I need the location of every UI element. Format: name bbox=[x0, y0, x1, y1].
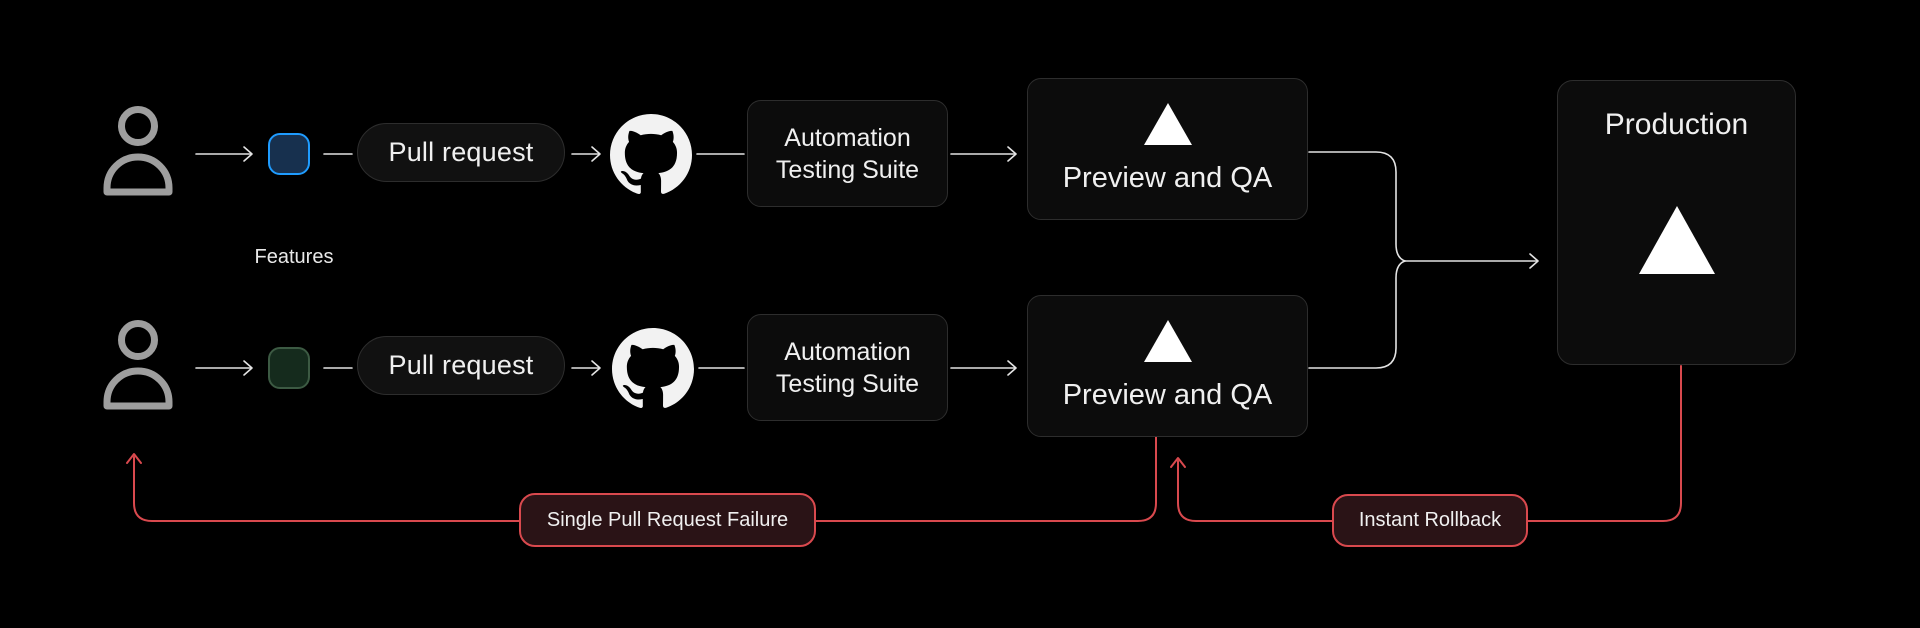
github-icon bbox=[610, 113, 692, 195]
production-box: Production bbox=[1557, 80, 1796, 365]
preview-and-qa-box: Preview and QA bbox=[1027, 78, 1308, 220]
pull-request-label: Pull request bbox=[388, 350, 534, 380]
feature-branch-node-green bbox=[268, 347, 310, 389]
instant-rollback-label: Instant Rollback bbox=[1358, 509, 1502, 531]
preview-and-qa-box: Preview and QA bbox=[1027, 295, 1308, 437]
vercel-triangle-icon bbox=[1143, 103, 1192, 145]
vercel-triangle-icon bbox=[1638, 206, 1715, 274]
automation-testing-suite-box: Automation Testing Suite bbox=[747, 100, 948, 207]
automation-testing-suite-label: Automation Testing Suite bbox=[775, 123, 920, 184]
preview-and-qa-label: Preview and QA bbox=[1062, 162, 1273, 194]
row2-connectors bbox=[195, 360, 1017, 376]
feature-branch-node-blue bbox=[268, 133, 310, 175]
github-icon bbox=[612, 327, 694, 409]
user-icon bbox=[98, 104, 178, 196]
features-label: Features bbox=[254, 246, 334, 268]
pull-request-pill: Pull request bbox=[357, 123, 565, 182]
single-pull-request-failure-label: Single Pull Request Failure bbox=[546, 508, 789, 531]
automation-testing-suite-box: Automation Testing Suite bbox=[747, 314, 948, 421]
pull-request-label: Pull request bbox=[388, 137, 534, 167]
automation-testing-suite-label: Automation Testing Suite bbox=[775, 337, 920, 398]
vercel-triangle-icon bbox=[1143, 320, 1192, 362]
instant-rollback-badge: Instant Rollback bbox=[1332, 494, 1528, 547]
preview-and-qa-label: Preview and QA bbox=[1062, 379, 1273, 411]
pull-request-pill: Pull request bbox=[357, 336, 565, 395]
user-icon bbox=[98, 318, 178, 410]
single-pull-request-failure-badge: Single Pull Request Failure bbox=[519, 493, 816, 547]
production-label: Production bbox=[1604, 108, 1749, 141]
row1-connectors bbox=[195, 146, 1017, 162]
merge-connector bbox=[1308, 151, 1539, 369]
